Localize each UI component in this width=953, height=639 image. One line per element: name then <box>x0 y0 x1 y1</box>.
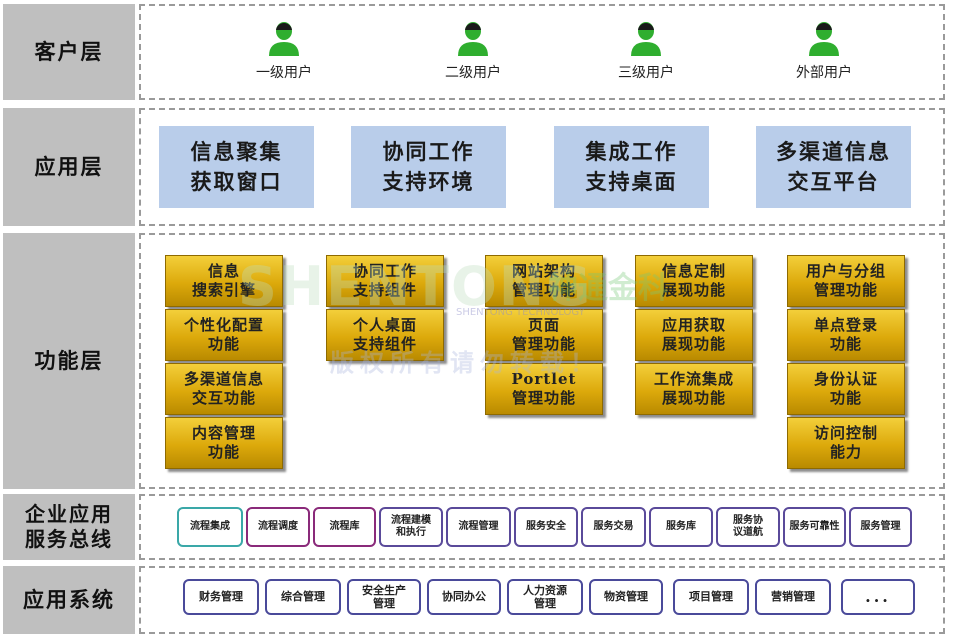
func-app-access: 应用获取 展现功能 <box>635 309 753 361</box>
bus-process-modeling: 流程建模 和执行 <box>379 507 443 547</box>
sys-safety-production: 安全生产 管理 <box>347 579 421 615</box>
func-desktop-components: 个人桌面 支持组件 <box>326 309 444 361</box>
user-label: 外部用户 <box>796 65 852 81</box>
func-multichannel: 多渠道信息 交互功能 <box>165 363 283 415</box>
user-external: 外部用户 <box>769 20 879 82</box>
sys-project: 项目管理 <box>673 579 749 615</box>
sys-marketing: 营销管理 <box>755 579 831 615</box>
app-box-multichannel: 多渠道信息 交互平台 <box>756 126 911 208</box>
application-panel: 信息聚集 获取窗口 协同工作 支持环境 集成工作 支持桌面 多渠道信息 交互平台 <box>139 108 945 226</box>
bus-service-protocol: 服务协 议道航 <box>716 507 780 547</box>
func-page-mgmt: 页面 管理功能 <box>485 309 603 361</box>
bus-service-security: 服务安全 <box>514 507 578 547</box>
user-label: 二级用户 <box>445 65 501 81</box>
sys-hr: 人力资源 管理 <box>507 579 583 615</box>
user-icon <box>458 22 488 56</box>
bus-process-library: 流程库 <box>313 507 376 547</box>
user-level3: 三级用户 <box>591 20 701 82</box>
bus-process-integration: 流程集成 <box>177 507 243 547</box>
user-level2: 二级用户 <box>418 20 528 82</box>
bus-process-scheduling: 流程调度 <box>246 507 310 547</box>
client-layer: 客户层 一级用户 二级用户 三级用户 <box>3 4 945 100</box>
user-icon <box>631 22 661 56</box>
system-panel: 财务管理 综合管理 安全生产 管理 协同办公 人力资源 管理 物资管理 项目管理… <box>139 566 945 634</box>
bus-service-reliability: 服务可靠性 <box>783 507 846 547</box>
function-layer-label: 功能层 <box>3 233 135 489</box>
bus-layer: 企业应用 服务总线 流程集成 流程调度 流程库 流程建模 和执行 流程管理 服务… <box>3 494 945 560</box>
sys-materials: 物资管理 <box>589 579 663 615</box>
func-authentication: 身份认证 功能 <box>787 363 905 415</box>
sys-finance: 财务管理 <box>183 579 259 615</box>
client-panel: 一级用户 二级用户 三级用户 外部用户 <box>139 4 945 100</box>
func-portlet-mgmt: Portlet 管理功能 <box>485 363 603 415</box>
bus-service-transaction: 服务交易 <box>581 507 646 547</box>
function-panel: 信息 搜索引擎 个性化配置 功能 多渠道信息 交互功能 内容管理 功能 协同工作… <box>139 233 945 489</box>
func-personalization: 个性化配置 功能 <box>165 309 283 361</box>
function-layer: 功能层 信息 搜索引擎 个性化配置 功能 多渠道信息 交互功能 内容管理 功能 … <box>3 233 945 489</box>
bus-layer-label: 企业应用 服务总线 <box>3 494 135 560</box>
sys-more: ... <box>841 579 915 615</box>
func-user-group: 用户与分组 管理功能 <box>787 255 905 307</box>
system-layer-label: 应用系统 <box>3 566 135 634</box>
user-icon <box>269 22 299 56</box>
app-box-collab-env: 协同工作 支持环境 <box>351 126 506 208</box>
func-workflow-display: 工作流集成 展现功能 <box>635 363 753 415</box>
func-collab-components: 协同工作 支持组件 <box>326 255 444 307</box>
bus-service-library: 服务库 <box>649 507 713 547</box>
bus-process-management: 流程管理 <box>446 507 511 547</box>
client-layer-label: 客户层 <box>3 4 135 100</box>
bus-service-management: 服务管理 <box>849 507 912 547</box>
user-label: 一级用户 <box>256 65 312 81</box>
user-icon <box>809 22 839 56</box>
user-label: 三级用户 <box>618 65 674 81</box>
app-box-info-window: 信息聚集 获取窗口 <box>159 126 314 208</box>
func-sso: 单点登录 功能 <box>787 309 905 361</box>
bus-panel: 流程集成 流程调度 流程库 流程建模 和执行 流程管理 服务安全 服务交易 服务… <box>139 494 945 560</box>
func-search-engine: 信息 搜索引擎 <box>165 255 283 307</box>
application-layer-label: 应用层 <box>3 108 135 226</box>
func-info-custom: 信息定制 展现功能 <box>635 255 753 307</box>
func-site-architecture: 网站架构 管理功能 <box>485 255 603 307</box>
sys-general: 综合管理 <box>265 579 341 615</box>
sys-collab-office: 协同办公 <box>427 579 501 615</box>
system-layer: 应用系统 财务管理 综合管理 安全生产 管理 协同办公 人力资源 管理 物资管理… <box>3 566 945 634</box>
application-layer: 应用层 信息聚集 获取窗口 协同工作 支持环境 集成工作 支持桌面 多渠道信息 … <box>3 108 945 226</box>
func-access-control: 访问控制 能力 <box>787 417 905 469</box>
user-level1: 一级用户 <box>229 20 339 82</box>
app-box-desktop: 集成工作 支持桌面 <box>554 126 709 208</box>
func-content-mgmt: 内容管理 功能 <box>165 417 283 469</box>
